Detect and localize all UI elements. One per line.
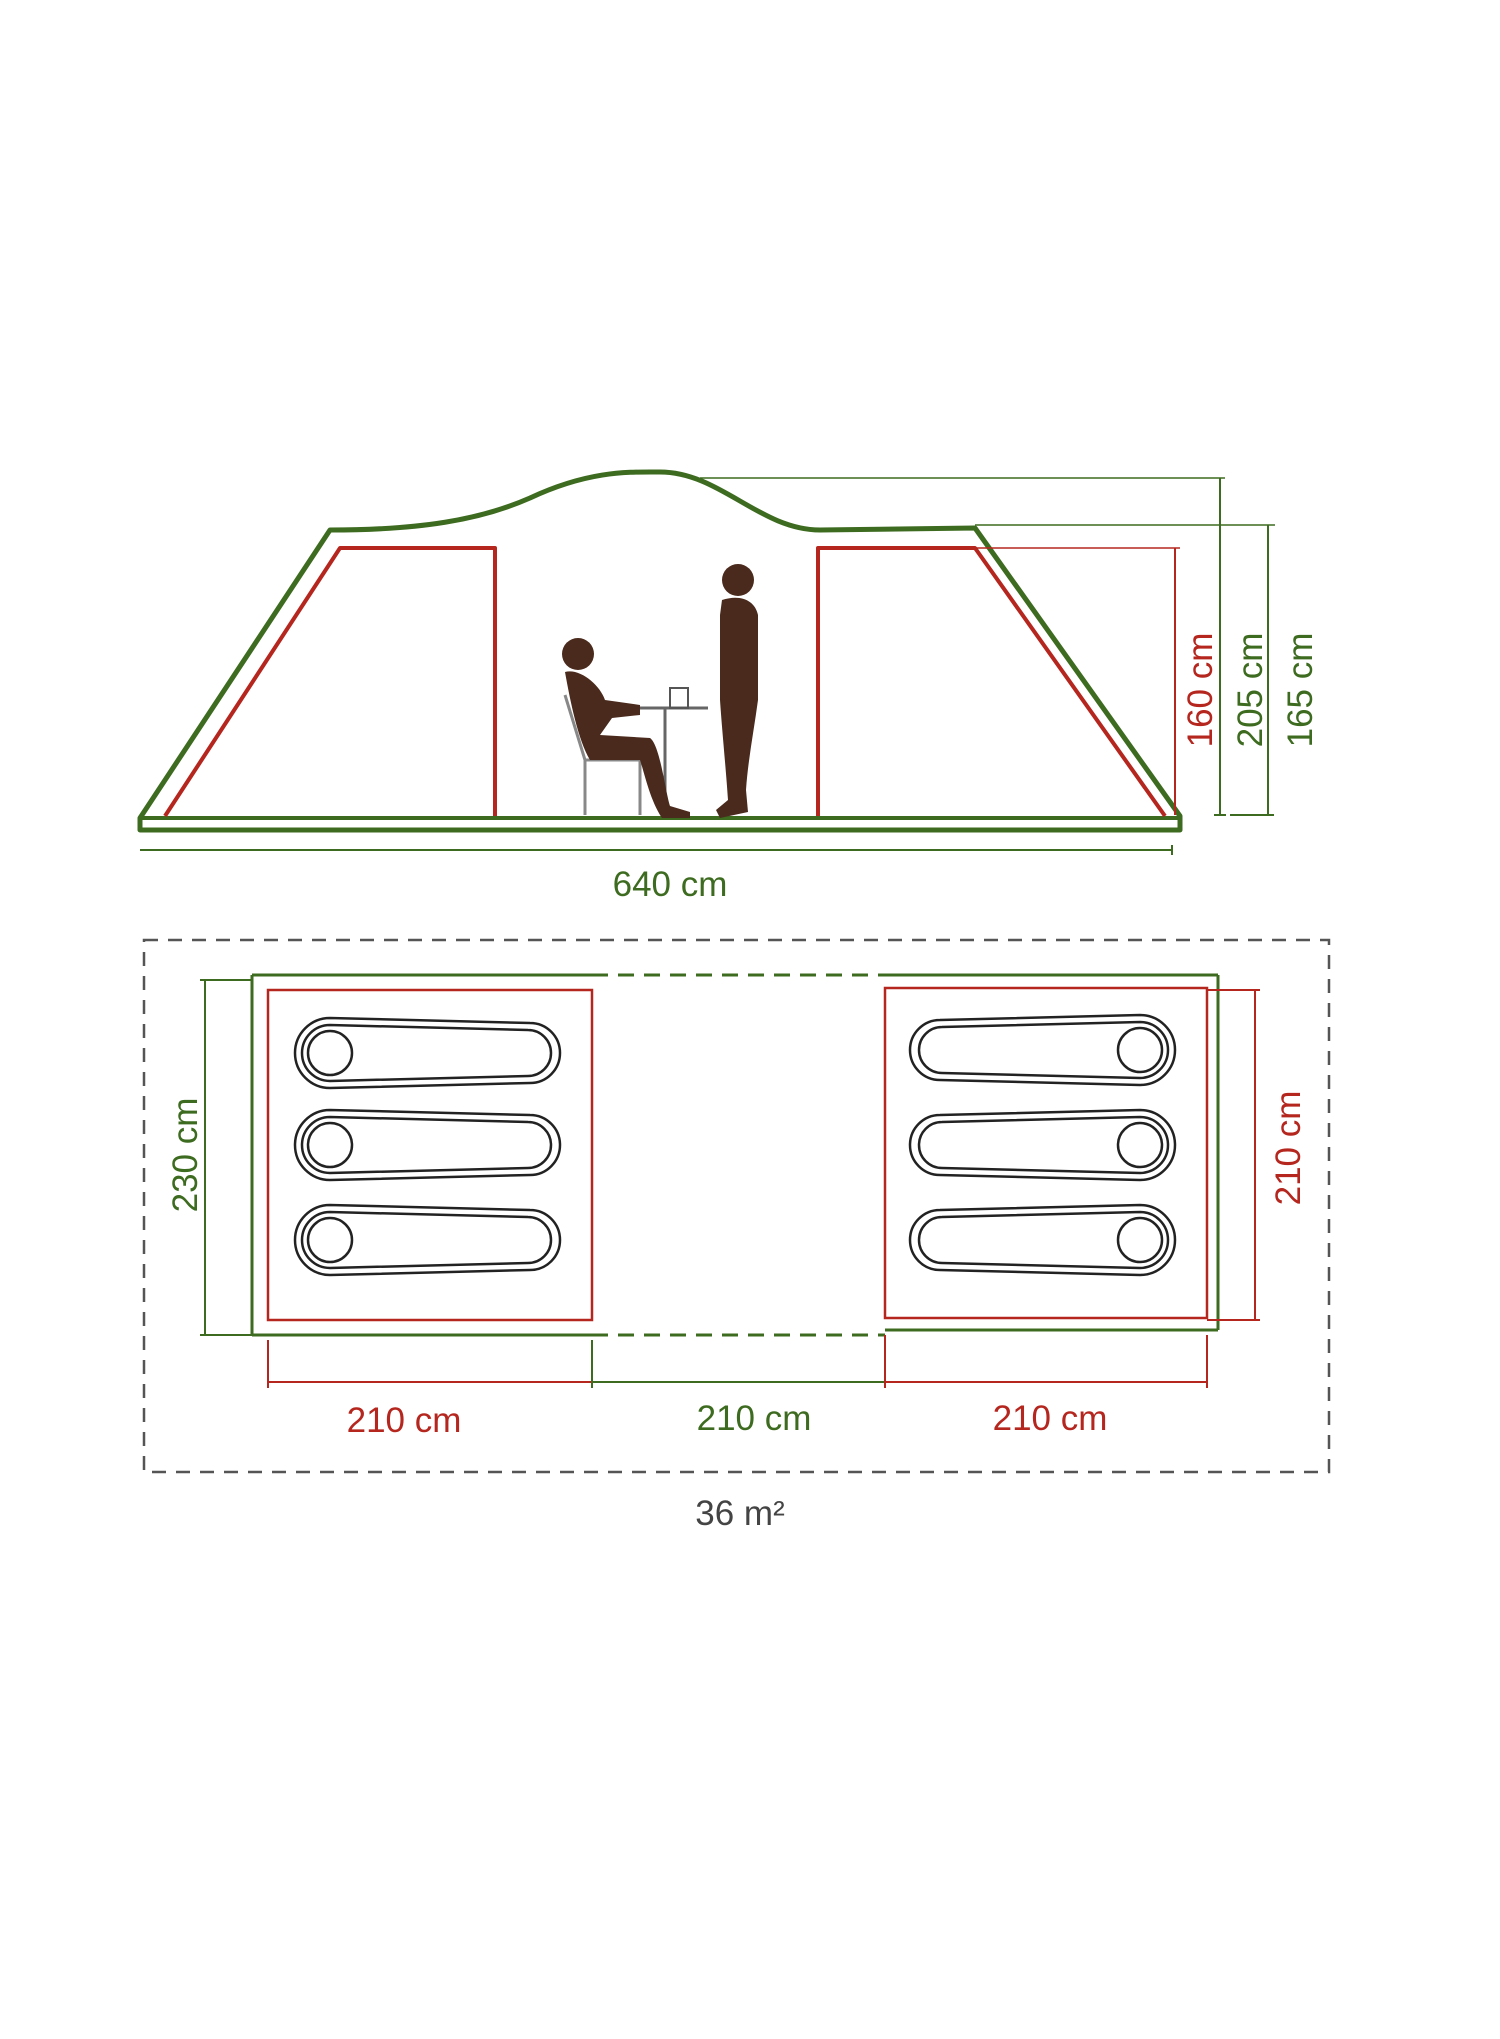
sleeping-bag-icon xyxy=(908,1013,1177,1087)
sleeping-bag-icon xyxy=(293,1016,562,1090)
person-standing-icon xyxy=(716,564,758,818)
right-inner-bedroom-outline xyxy=(816,546,1167,818)
bedroom-depth-label: 210 cm xyxy=(1269,1091,1308,1206)
right-sleeping-bags xyxy=(908,1013,1177,1277)
sleeping-bag-icon xyxy=(293,1108,562,1182)
width-dimension xyxy=(200,979,252,1336)
person-seated-icon xyxy=(562,638,690,818)
tent-floor-outline xyxy=(250,973,1220,1337)
cup-icon xyxy=(669,687,689,709)
left-inner-bedroom-outline xyxy=(163,546,497,818)
bedroom-depth-dimension xyxy=(1207,989,1260,1321)
height-dimension-lines xyxy=(700,477,1275,816)
sleeping-bag-icon xyxy=(908,1108,1177,1182)
left-bedroom-outline xyxy=(266,988,594,1322)
left-bedroom-length-label: 210 cm xyxy=(347,1401,462,1440)
inner-height-label: 160 cm xyxy=(1181,633,1220,748)
right-bedroom-length-label: 210 cm xyxy=(993,1399,1108,1438)
left-sleeping-bags xyxy=(293,1016,562,1277)
sleeping-bag-icon xyxy=(293,1203,562,1277)
side-view: 160 cm 205 cm 165 cm 640 cm xyxy=(137,469,1320,904)
tent-width-label: 230 cm xyxy=(166,1098,205,1213)
floor-plan: 230 cm 210 cm 210 cm 210 cm 210 cm 36 m² xyxy=(142,938,1331,1533)
living-area-length-label: 210 cm xyxy=(697,1399,812,1438)
length-dimensions xyxy=(267,1335,1208,1388)
right-bedroom-outline xyxy=(883,986,1209,1320)
side-height-label: 165 cm xyxy=(1281,633,1320,748)
tent-outer-outline xyxy=(137,469,1183,833)
tent-length-label: 640 cm xyxy=(613,865,728,904)
floor-area-label: 36 m² xyxy=(695,1494,784,1533)
center-height-label: 205 cm xyxy=(1231,633,1270,748)
footprint-outline xyxy=(142,938,1331,1474)
sleeping-bag-icon xyxy=(908,1203,1177,1277)
